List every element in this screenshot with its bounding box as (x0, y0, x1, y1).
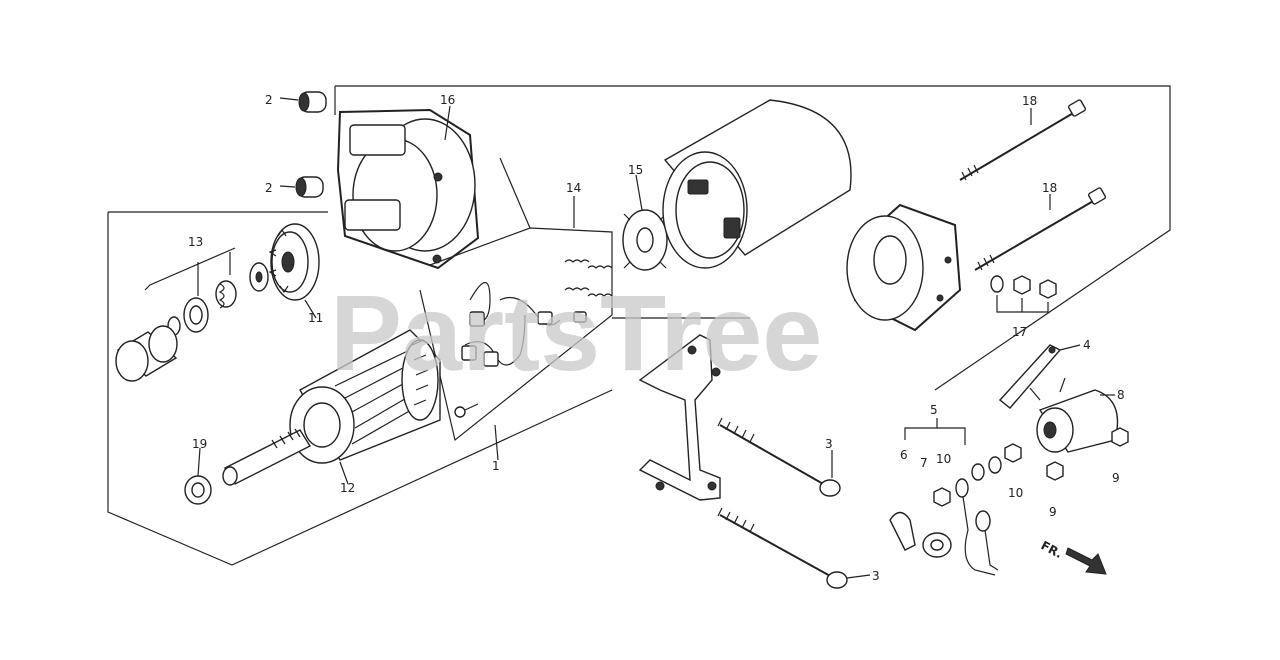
pinion-gear (268, 223, 320, 301)
assembly-outline (107, 85, 1171, 566)
callout-2-upper: 2 (265, 93, 273, 107)
flange-bolt-upper (717, 417, 841, 497)
rear-cover (846, 203, 962, 332)
solenoid (1029, 377, 1119, 453)
part-5-group-bracket (904, 418, 966, 445)
stop-collar (183, 297, 209, 333)
solenoid-nuts (971, 427, 1129, 481)
callout-12: 12 (340, 481, 355, 495)
callout-6: 6 (900, 448, 908, 462)
yoke-housing (662, 99, 852, 269)
sleeve (115, 325, 178, 382)
brush-holder-set (454, 281, 587, 418)
front-direction-arrow (1065, 547, 1107, 575)
callout-15: 15 (628, 163, 643, 177)
callout-8: 8 (1117, 388, 1125, 402)
callout-18-lower: 18 (1042, 181, 1057, 195)
terminal-cable (955, 478, 999, 576)
callout-4: 4 (1083, 338, 1091, 352)
callout-13: 13 (188, 235, 203, 249)
callout-14: 14 (566, 181, 581, 195)
callout-3-upper: 3 (825, 437, 833, 451)
callout-18-upper: 18 (1022, 94, 1037, 108)
terminal-boot (889, 511, 916, 551)
front-housing (336, 108, 480, 270)
armature (222, 329, 441, 486)
nut-washer-set (990, 275, 1057, 313)
callout-3-lower: 3 (872, 569, 880, 583)
solenoid-bracket (998, 344, 1062, 409)
thrust-washer (184, 475, 212, 505)
callout-16: 16 (440, 93, 455, 107)
callout-17: 17 (1012, 325, 1027, 339)
terminal-nut (933, 487, 951, 507)
callout-1: 1 (492, 459, 500, 473)
brush-plate (622, 209, 668, 271)
terminal-cover (922, 532, 952, 558)
through-bolt-lower (974, 187, 1107, 271)
callout-11: 11 (308, 311, 323, 325)
callout-5: 5 (930, 403, 938, 417)
direction-label: FR. (1039, 538, 1065, 561)
callout-9-lower: 9 (1049, 505, 1057, 519)
brush-springs (564, 259, 613, 297)
bushing-upper (298, 91, 327, 113)
through-bolt-upper (959, 99, 1087, 181)
callout-19: 19 (192, 437, 207, 451)
mounting-bracket (638, 334, 721, 501)
callout-10-left: 10 (936, 452, 951, 466)
bushing-lower (295, 176, 324, 198)
flange-bolt-lower (717, 507, 848, 589)
callout-2-lower: 2 (265, 181, 273, 195)
callout-7: 7 (920, 456, 928, 470)
part-13-group-bracket (144, 247, 236, 296)
callout-10-right: 10 (1008, 486, 1023, 500)
leader-lines (197, 97, 1115, 579)
callout-9-right: 9 (1112, 471, 1120, 485)
return-spring (215, 280, 237, 309)
watermark-text: PartsTree (330, 272, 822, 393)
gear-washer (249, 262, 269, 292)
